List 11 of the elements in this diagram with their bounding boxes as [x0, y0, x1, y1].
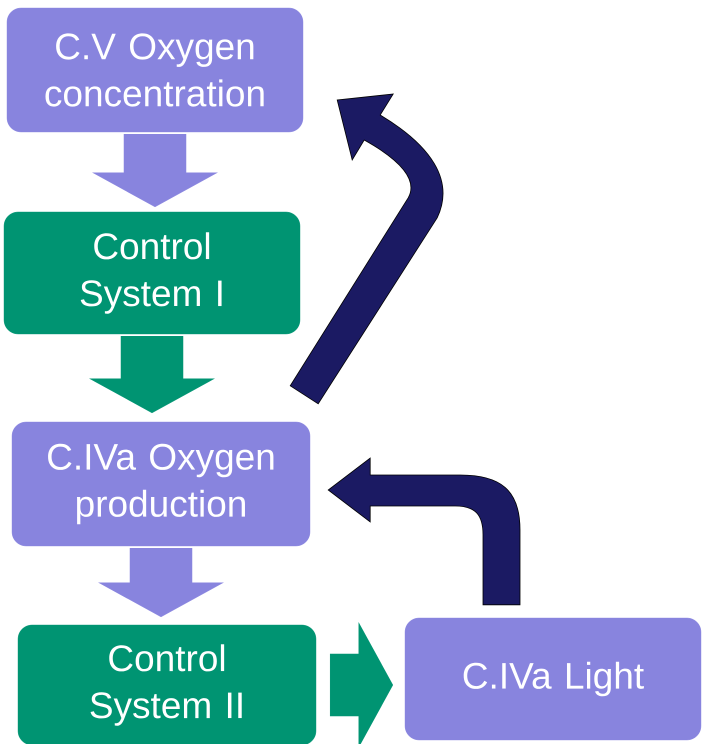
process-box: C.IVa Light — [404, 618, 702, 740]
block-arrow — [98, 548, 224, 618]
process-box: C.V Oxygen concentration — [6, 8, 304, 132]
control-box: Control System II — [18, 624, 316, 744]
block-arrow — [90, 336, 214, 414]
block-arrow — [330, 622, 394, 744]
control-box: Control System I — [4, 212, 300, 334]
curved-arrow — [328, 458, 520, 606]
process-box: C.IVa Oxygen production — [12, 422, 310, 546]
block-arrow — [92, 134, 218, 208]
curved-arrow — [290, 94, 444, 404]
